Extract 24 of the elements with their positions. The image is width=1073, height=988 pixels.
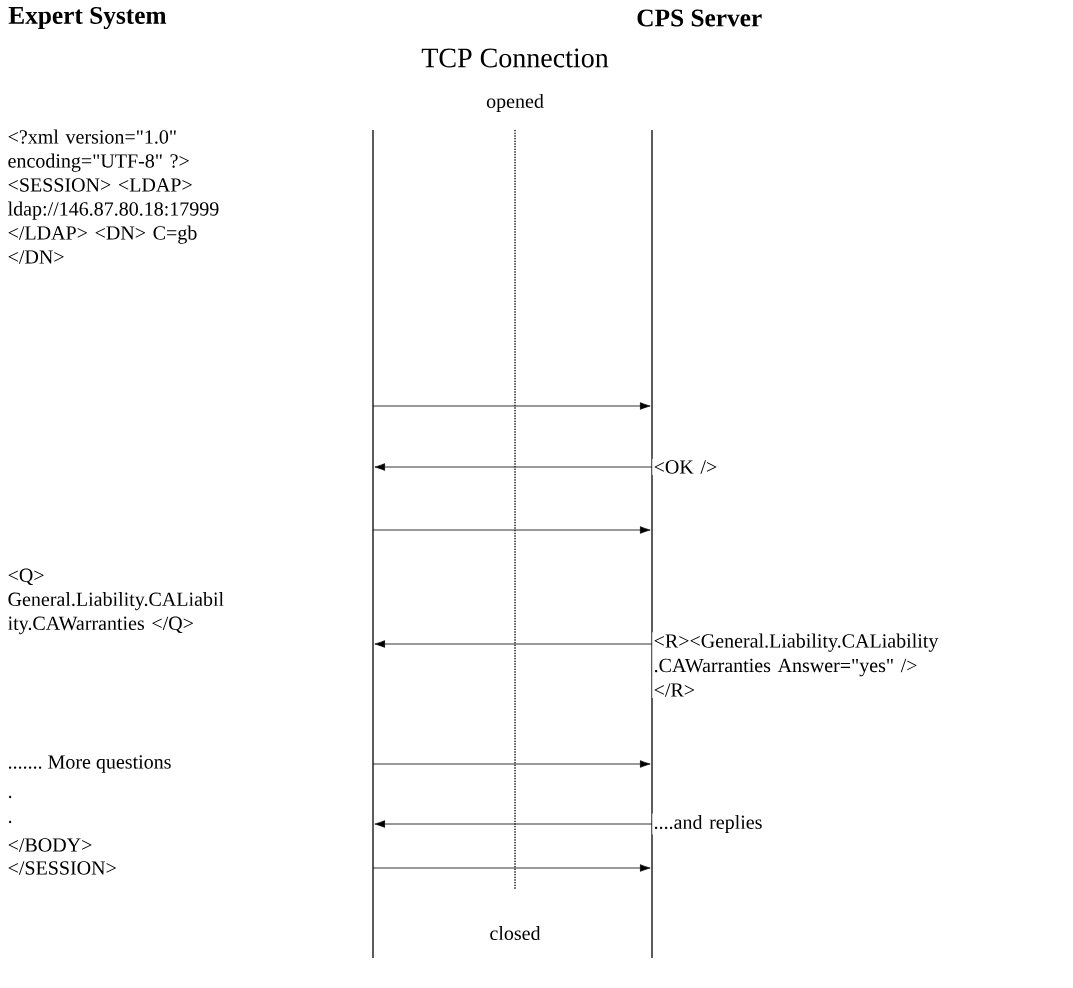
message-arrow — [372, 526, 651, 534]
message-arrow — [374, 463, 653, 471]
message-arrow — [374, 820, 653, 828]
message-text: <OK /> — [654, 460, 717, 474]
lifeline — [372, 129, 374, 959]
message-arrow — [372, 864, 651, 872]
note-text: closed — [490, 926, 541, 941]
message-text: <R><General.Liability.CALiability .CAWarranties Answer="yes" /> </R> — [654, 633, 939, 697]
message-arrow — [372, 760, 651, 768]
message-arrow — [372, 402, 651, 410]
note-text: opened — [486, 93, 544, 113]
note-text: <Q> General.Liability.CALiabil ity.CAWarranties </Q> — [8, 568, 224, 635]
lifeline — [651, 129, 653, 959]
note-text: TCP Connection — [421, 48, 609, 68]
message-arrow — [374, 640, 653, 648]
note-text: </BODY> — [8, 838, 92, 852]
participant-title: CPS Server — [637, 9, 762, 27]
note-text: . — [8, 795, 12, 799]
note-text: </SESSION> — [8, 861, 116, 875]
participant-title: Expert System — [8, 6, 167, 30]
note-text: ....... More questions — [8, 755, 171, 773]
message-text: ....and replies — [654, 814, 762, 834]
note-text: <?xml version="1.0" encoding="UTF-8" ?> <SESSION> <LDAP> ldap://146.87.80.18:17999 </LDAP> <DN> C=gb </DN> — [8, 129, 219, 264]
note-text: . — [8, 820, 12, 824]
